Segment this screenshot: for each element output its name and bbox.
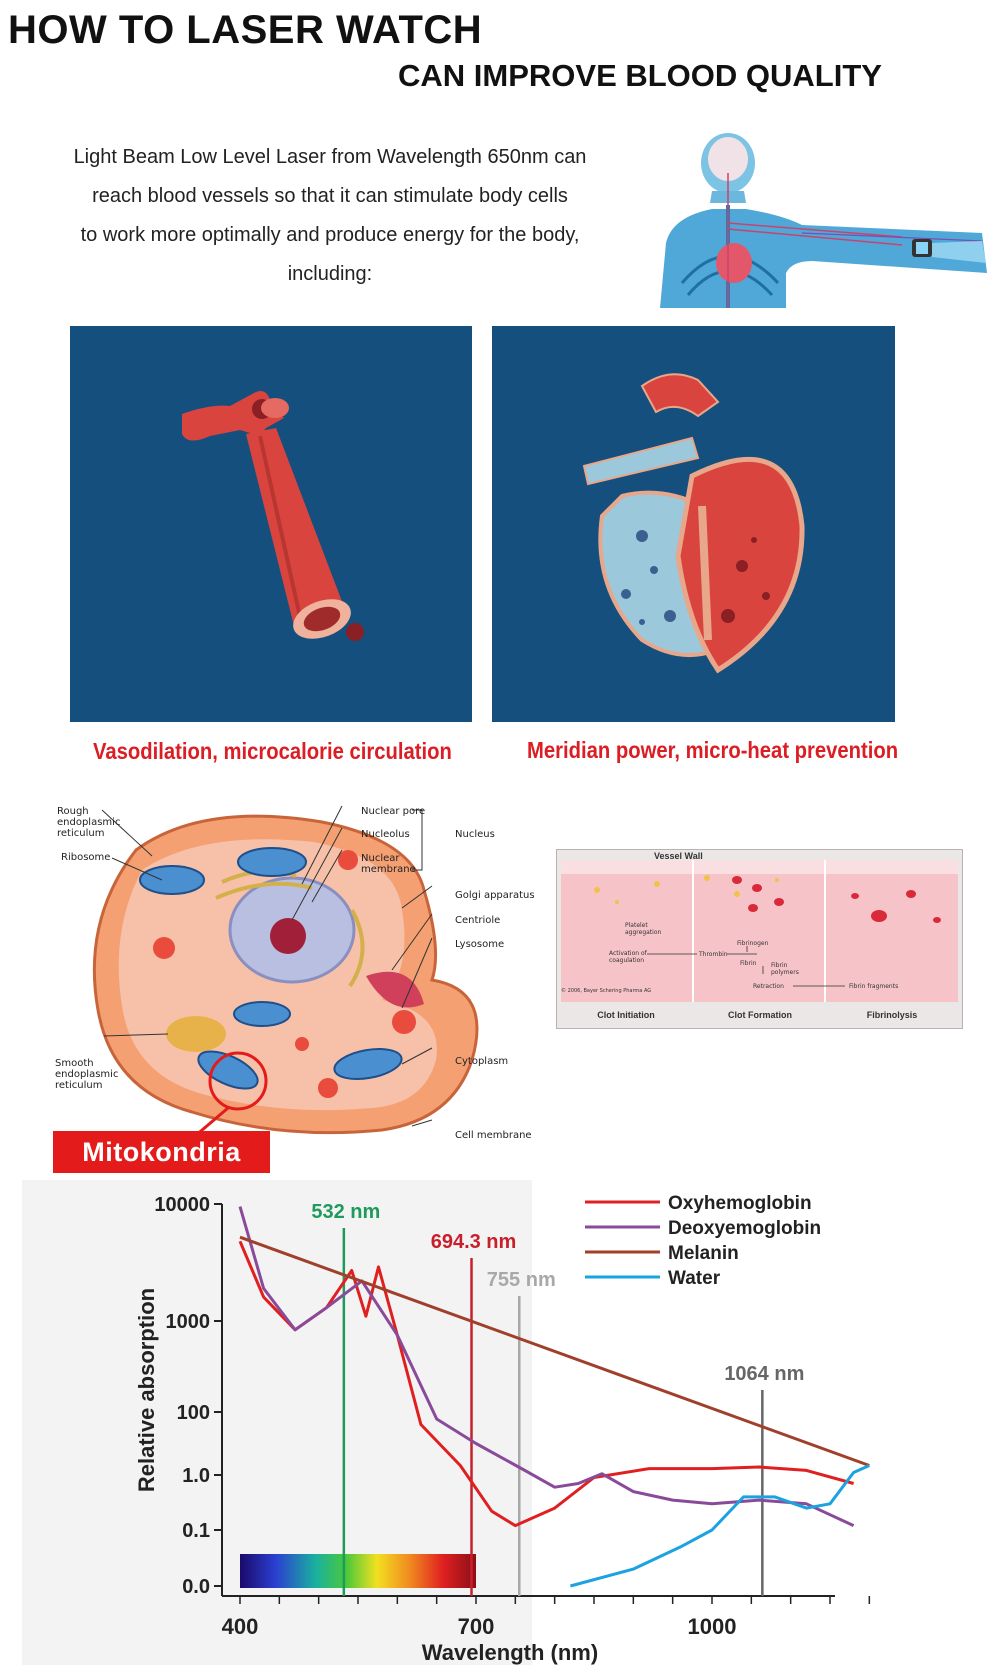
heart-caption: Meridian power, micro-heat prevention xyxy=(527,737,899,763)
mitokondria-label: Mitokondria xyxy=(53,1131,270,1173)
wavelength-marker-label: 755 nm xyxy=(487,1269,556,1291)
artery-illustration xyxy=(182,391,364,641)
vasodilation-panel xyxy=(70,326,472,722)
fibrin-fragments-label: Fibrin fragments xyxy=(849,983,899,990)
mitochondrion xyxy=(237,847,307,877)
fibrinogen-label: Fibrinogen xyxy=(737,940,769,947)
activation-label: Activation of coagulation xyxy=(609,950,647,964)
thrombin-label: Thrombin xyxy=(699,951,728,958)
label-lysosome: Lysosome xyxy=(455,939,505,950)
copyright-label: © 2006, Bayer Schering Pharma AG xyxy=(561,988,652,994)
heart-illustration xyxy=(582,373,805,674)
y-tick-label: 1.0 xyxy=(182,1465,210,1487)
platelet-label: Platelet aggregation xyxy=(625,922,662,936)
retraction-label: Retraction xyxy=(753,983,784,990)
fibrin-label: Fibrin xyxy=(740,960,757,967)
blood-cell xyxy=(346,623,364,641)
label-smooth-er: Smooth endoplasmic reticulum xyxy=(55,1058,119,1091)
heart-panel xyxy=(492,326,895,722)
human-circulation-figure xyxy=(652,133,992,308)
label-rough-er: Rough endoplasmic reticulum xyxy=(57,806,121,839)
absorption-chart: 10000 1000 100 1.0 0.1 0.0 400 700 1000Wavelengt… xyxy=(22,1180,871,1665)
intro-paragraph: Light Beam Low Level Laser from Waveleng… xyxy=(30,138,630,294)
y-axis-label: Relative absorption xyxy=(134,1288,159,1492)
cell-diagram xyxy=(92,805,479,1144)
label-cell-membrane: Cell membrane xyxy=(455,1130,532,1141)
mitochondrion xyxy=(197,1050,259,1090)
vasodilation-caption: Vasodilation, microcalorie circulation xyxy=(93,738,452,764)
y-tick-label: 0.1 xyxy=(182,1520,210,1542)
wavelength-marker-label: 694.3 nm xyxy=(431,1231,517,1253)
stage-label: Clot Formation xyxy=(728,1010,792,1020)
nucleolus-shape xyxy=(270,918,306,954)
y-tick-label: 100 xyxy=(177,1402,210,1424)
label-centriole: Centriole xyxy=(455,915,501,926)
x-tick-label: 700 xyxy=(458,1614,495,1639)
x-tick-label: 400 xyxy=(222,1614,259,1639)
label-nucleolus: Nucleolus xyxy=(361,829,410,840)
stage-label: Clot Initiation xyxy=(597,1010,655,1020)
mitochondria-highlight-circle xyxy=(208,1051,268,1111)
series-line-deoxyemoglobin xyxy=(238,1206,855,1527)
series-line-melanin xyxy=(239,1235,870,1467)
legend-label: Oxyhemoglobin xyxy=(668,1193,812,1214)
label-golgi: Golgi apparatus xyxy=(455,890,535,901)
y-tick-label: 0.0 xyxy=(182,1576,210,1598)
label-nuclear-pore: Nuclear pore xyxy=(361,806,426,817)
legend-label: Deoxyemoglobin xyxy=(668,1218,821,1239)
legend-label: Melanin xyxy=(668,1243,739,1264)
y-tick-label: 1000 xyxy=(166,1311,211,1333)
vessel-wall-label: Vessel Wall xyxy=(654,851,703,861)
wavelength-marker-label: 1064 nm xyxy=(724,1363,804,1385)
heart-shape xyxy=(716,243,752,283)
label-nucleus: Nucleus xyxy=(455,829,495,840)
intro-line: Light Beam Low Level Laser from Waveleng… xyxy=(73,146,587,168)
mitochondrion xyxy=(333,1048,403,1080)
mitochondrion xyxy=(233,1001,291,1027)
page-title: HOW TO LASER WATCH xyxy=(8,8,483,52)
label-cytoplasm: Cytoplasm xyxy=(455,1056,509,1067)
golgi-shape xyxy=(366,971,424,1008)
page-subtitle: CAN IMPROVE BLOOD QUALITY xyxy=(398,58,882,93)
x-tick-label: 1000 xyxy=(688,1614,737,1639)
series-line-water xyxy=(570,1464,870,1588)
label-ribosome: Ribosome xyxy=(61,852,111,863)
y-tick-label: 10000 xyxy=(154,1194,210,1216)
smooth-er-shape xyxy=(166,1016,226,1052)
intro-line: to work more optimally and produce energ… xyxy=(80,224,580,246)
wavelength-marker-label: 532 nm xyxy=(311,1201,380,1223)
visible-spectrum-bar xyxy=(240,1554,476,1588)
clotting-diagram: Vessel Wall Platelet aggregation Activat… xyxy=(556,849,963,1029)
legend-label: Water xyxy=(668,1268,721,1289)
intro-line: including: xyxy=(287,263,373,285)
label-nuclear-membrane: Nuclear membrane xyxy=(361,853,416,875)
mitochondrion xyxy=(139,865,205,895)
x-axis-label: Wavelength (nm) xyxy=(422,1640,598,1665)
stage-label: Fibrinolysis xyxy=(866,1010,918,1020)
fibrin-polymers-label: Fibrin polymers xyxy=(771,962,799,976)
intro-line: reach blood vessels so that it can stimu… xyxy=(92,185,568,207)
